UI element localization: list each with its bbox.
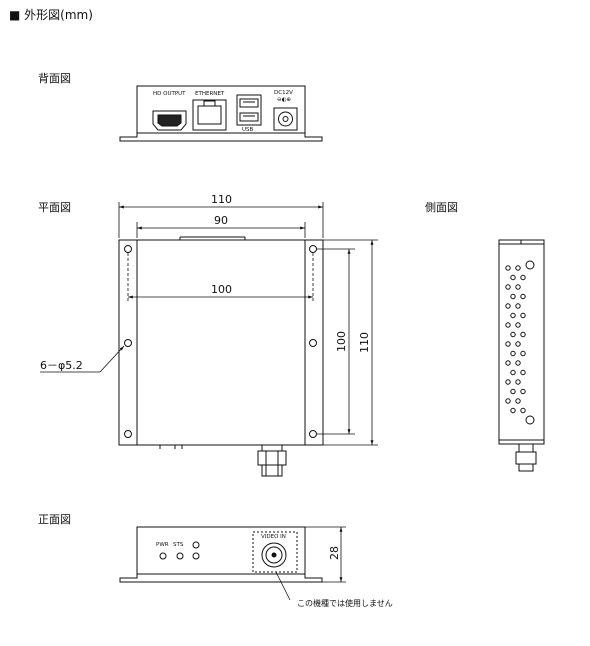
dim-hole-spec: 6－φ5.2 [40,359,83,372]
ethernet-port-icon [192,99,227,131]
vent-hole [510,274,516,281]
dc-polarity-symbol: ⊖◐⊕ [277,97,291,103]
plan-body-outline [136,239,306,446]
mounting-hole [309,245,317,253]
vent-hole [515,398,521,404]
video-in-connector-icon [261,542,287,568]
rear-body-outline [119,85,323,142]
mounting-hole [124,245,132,253]
plan-view-label: 平面図 [38,201,71,214]
dim-hole-pitch: 100 [211,283,232,296]
video-in-region [252,531,298,573]
plan-flange-outline [118,239,324,446]
rear-view-label: 背面図 [38,72,71,85]
title-marker: ■ [9,8,21,22]
vent-hole [515,303,521,309]
vent-hole [515,265,521,271]
vent-hole [510,350,516,357]
vent-hole [515,322,521,328]
dc-port-label: DC12V [274,90,293,96]
usb-port-label: USB [242,127,254,133]
plan-dimensions [40,202,378,446]
side-screw [525,415,535,425]
vent-hole [505,398,511,404]
sts-led [176,552,184,560]
video-in-label: VIDEO IN [261,534,286,540]
vent-hole [515,379,521,385]
mounting-hole [124,339,132,347]
vent-hole [520,312,526,319]
dim-depth-inner: 100 [335,331,348,352]
rear-view [119,85,323,142]
vent-hole [505,284,511,290]
pwr-led [159,552,167,560]
pwr-led-label: PWR [156,542,169,548]
usb-port-icon [236,94,262,126]
plan-view [118,236,324,477]
sts-led-label: STS [173,542,184,548]
bnc-connector-icon [257,444,287,477]
side-view-label: 側面図 [425,201,458,214]
mounting-holes [124,245,317,438]
indicator-led [192,552,200,560]
side-view [498,239,545,472]
page-title: ■ 外形図(mm) [9,6,93,23]
vent-hole [505,322,511,328]
dim-overall-width: 110 [211,193,232,206]
front-view [119,526,323,601]
vent-hole [510,388,516,395]
vent-hole [520,293,526,300]
dim-height: 28 [328,546,341,560]
vent-hole [520,369,526,376]
video-in-note: この機種では使用しません [297,598,393,608]
side-body-outline [498,239,545,445]
mounting-hole [309,430,317,438]
side-screw [525,260,535,270]
vent-hole [520,274,526,281]
ethernet-port-label: ETHERNET [195,91,225,97]
vent-hole [505,303,511,309]
vent-hole [520,331,526,338]
status-symbol-icon [192,541,200,549]
front-body-outline [119,526,323,583]
vent-hole [515,341,521,347]
dim-inner-width: 90 [214,214,228,227]
vent-hole [505,341,511,347]
side-bnc-connector-icon [515,443,537,472]
vent-hole [520,350,526,357]
title-text: 外形図(mm) [24,8,93,22]
vent-hole [510,331,516,338]
vent-hole [510,407,516,414]
vent-hole [515,360,521,366]
hdmi-port-icon [152,110,187,131]
vent-hole [505,379,511,385]
vent-hole [515,284,521,290]
front-dimensions [305,526,346,583]
vent-hole [505,360,511,366]
vent-holes [505,265,526,414]
front-view-label: 正面図 [38,513,71,526]
vent-hole [510,293,516,300]
mounting-hole [309,339,317,347]
vent-hole [520,407,526,414]
vent-hole [520,388,526,395]
dc-jack-icon [273,107,298,131]
vent-hole [505,265,511,271]
hdmi-port-label: HD OUTPUT [153,91,186,97]
dim-depth-overall: 110 [358,332,371,353]
vent-hole [510,312,516,319]
vent-hole [510,369,516,376]
mounting-hole [124,430,132,438]
